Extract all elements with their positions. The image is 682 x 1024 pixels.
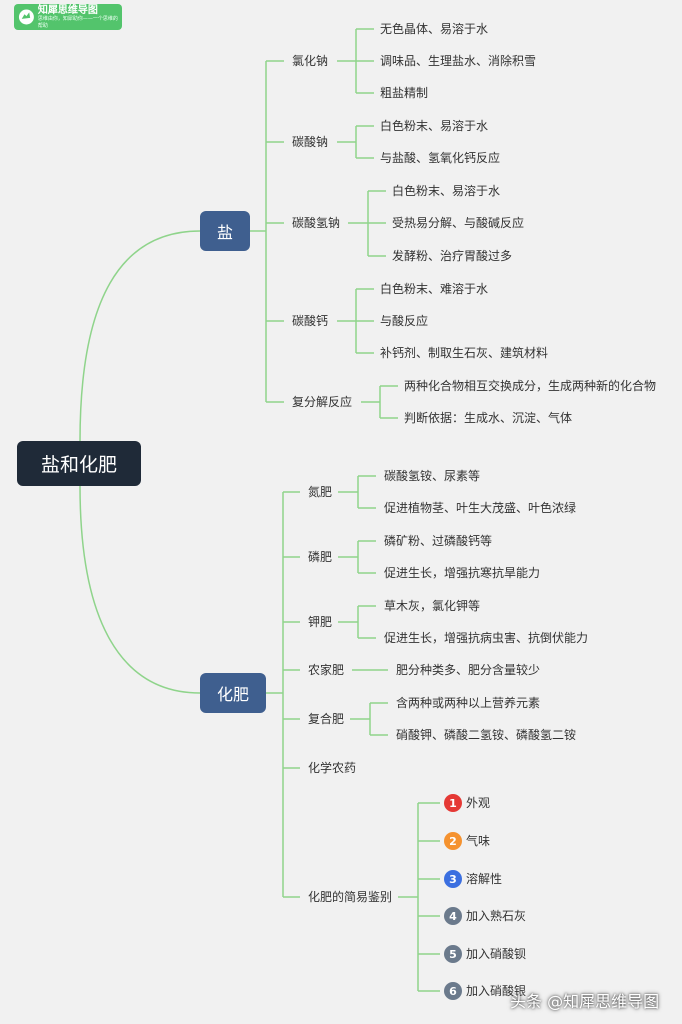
topic-nahco3[interactable]: 碳酸氢钠 [292, 216, 341, 230]
rhino-logo-icon [18, 9, 34, 25]
logo-subtitle: 思维由你，知犀助你——一个思维的帮助 [37, 15, 118, 29]
leaf[interactable]: 促进生长，增强抗病虫害、抗倒伏能力 [384, 631, 589, 645]
leaf[interactable]: 硝酸钾、磷酸二氢铵、磷酸氢二铵 [396, 728, 577, 742]
topic-pesticide[interactable]: 化学农药 [308, 761, 357, 775]
leaf[interactable]: 无色晶体、易溶于水 [380, 22, 489, 36]
topic-potassium[interactable]: 钾肥 [308, 615, 333, 629]
root-node[interactable]: 盐和化肥 [17, 441, 141, 486]
branch-fertilizer[interactable]: 化肥 [200, 673, 266, 713]
number-3-icon: 3 [444, 870, 462, 888]
leaf[interactable]: 碳酸氢铵、尿素等 [384, 469, 481, 483]
number-2-icon: 2 [444, 832, 462, 850]
number-6-icon: 6 [444, 982, 462, 1000]
topic-compound[interactable]: 复合肥 [308, 712, 345, 726]
leaf[interactable]: 气味 [466, 834, 491, 848]
leaf[interactable]: 判断依据：生成水、沉淀、气体 [404, 411, 573, 425]
leaf[interactable]: 磷矿粉、过磷酸钙等 [384, 534, 493, 548]
leaf[interactable]: 粗盐精制 [380, 86, 429, 100]
topic-identify[interactable]: 化肥的简易鉴别 [308, 890, 393, 904]
leaf[interactable]: 发酵粉、治疗胃酸过多 [392, 249, 513, 263]
leaf[interactable]: 补钙剂、制取生石灰、建筑材料 [380, 346, 549, 360]
leaf[interactable]: 白色粉末、易溶于水 [380, 119, 489, 133]
leaf[interactable]: 与盐酸、氢氧化钙反应 [380, 151, 501, 165]
leaf[interactable]: 白色粉末、难溶于水 [380, 282, 489, 296]
leaf[interactable]: 加入熟石灰 [466, 909, 527, 923]
topic-nitrogen[interactable]: 氮肥 [308, 485, 333, 499]
leaf[interactable]: 溶解性 [466, 872, 503, 886]
topic-farm-manure[interactable]: 农家肥 [308, 663, 345, 677]
leaf[interactable]: 调味品、生理盐水、消除积雪 [380, 54, 537, 68]
topic-na2co3[interactable]: 碳酸钠 [292, 135, 329, 149]
leaf[interactable]: 草木灰，氯化钾等 [384, 599, 481, 613]
leaf[interactable]: 两种化合物相互交换成分，生成两种新的化合物 [404, 379, 657, 393]
leaf[interactable]: 外观 [466, 796, 491, 810]
number-5-icon: 5 [444, 945, 462, 963]
number-4-icon: 4 [444, 907, 462, 925]
leaf[interactable]: 白色粉末、易溶于水 [392, 184, 501, 198]
watermark: 头条 @知犀思维导图 [510, 992, 660, 1011]
leaf[interactable]: 肥分种类多、肥分含量较少 [396, 663, 541, 677]
leaf[interactable]: 促进植物茎、叶生大茂盛、叶色浓绿 [384, 501, 577, 515]
leaf[interactable]: 加入硝酸钡 [466, 947, 527, 961]
logo: 知犀思维导图 思维由你，知犀助你——一个思维的帮助 [14, 4, 122, 30]
branch-salt[interactable]: 盐 [200, 211, 250, 251]
number-1-icon: 1 [444, 794, 462, 812]
topic-double-decomposition[interactable]: 复分解反应 [292, 395, 353, 409]
leaf[interactable]: 与酸反应 [380, 314, 429, 328]
topic-phosphorus[interactable]: 磷肥 [308, 550, 333, 564]
logo-title: 知犀思维导图 [37, 4, 98, 16]
topic-nacl[interactable]: 氯化钠 [292, 54, 329, 68]
leaf[interactable]: 加入硝酸银 [466, 984, 527, 998]
leaf[interactable]: 促进生长，增强抗寒抗旱能力 [384, 566, 541, 580]
topic-caco3[interactable]: 碳酸钙 [292, 314, 329, 328]
leaf[interactable]: 受热易分解、与酸碱反应 [392, 216, 525, 230]
leaf[interactable]: 含两种或两种以上营养元素 [396, 696, 541, 710]
